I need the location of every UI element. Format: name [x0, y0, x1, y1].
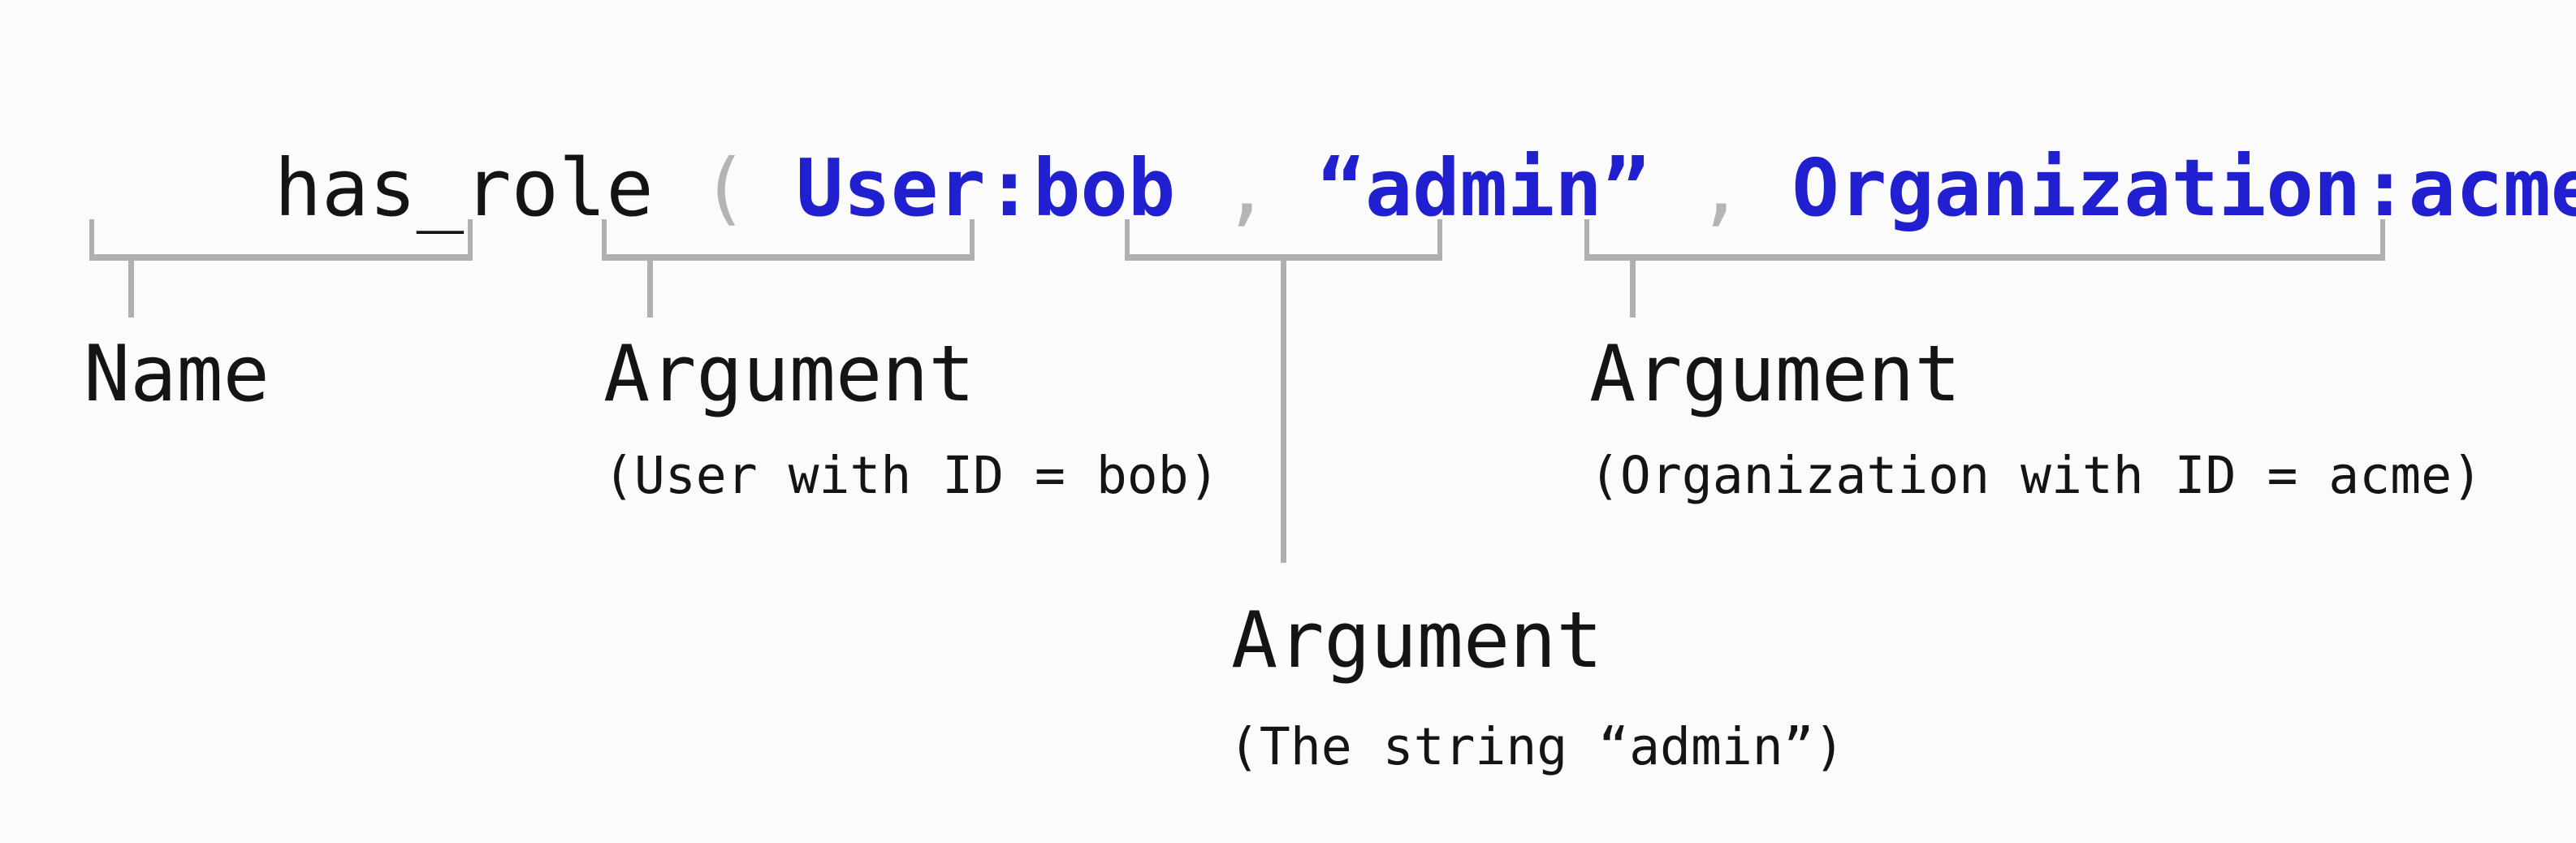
- open-paren-token: (: [653, 142, 797, 234]
- label-predicate-name: Name: [84, 330, 270, 419]
- bracket-argument-user: [602, 219, 975, 261]
- bracket-argument-string: [1125, 219, 1442, 261]
- comma-token-2: ,: [1649, 142, 1792, 234]
- detail-argument-organization: (Organization with ID = acme): [1589, 446, 2483, 505]
- argument-user-token: User:bob: [796, 142, 1176, 234]
- label-argument-organization: Argument: [1589, 330, 1961, 419]
- bracket-predicate-name: [89, 219, 473, 261]
- detail-argument-string: (The string “admin”): [1229, 717, 1845, 776]
- label-argument-user: Argument: [603, 330, 975, 419]
- predicate-name-token: has_role: [274, 142, 654, 234]
- detail-argument-user: (User with ID = bob): [603, 446, 1220, 505]
- argument-organization-token: Organization:acme: [1792, 142, 2576, 234]
- bracket-stem-argument-string: [1281, 261, 1286, 563]
- predicate-code-line: has_role ( User:bob , “admin” , Organiza…: [84, 70, 2576, 306]
- bracket-stem-argument-user: [647, 261, 653, 318]
- bracket-stem-argument-organization: [1630, 261, 1636, 318]
- comma-token-1: ,: [1175, 142, 1318, 234]
- bracket-argument-organization: [1584, 219, 2385, 261]
- label-argument-string: Argument: [1231, 596, 1603, 685]
- bracket-stem-predicate-name: [128, 261, 134, 318]
- argument-string-token: “admin”: [1317, 142, 1650, 234]
